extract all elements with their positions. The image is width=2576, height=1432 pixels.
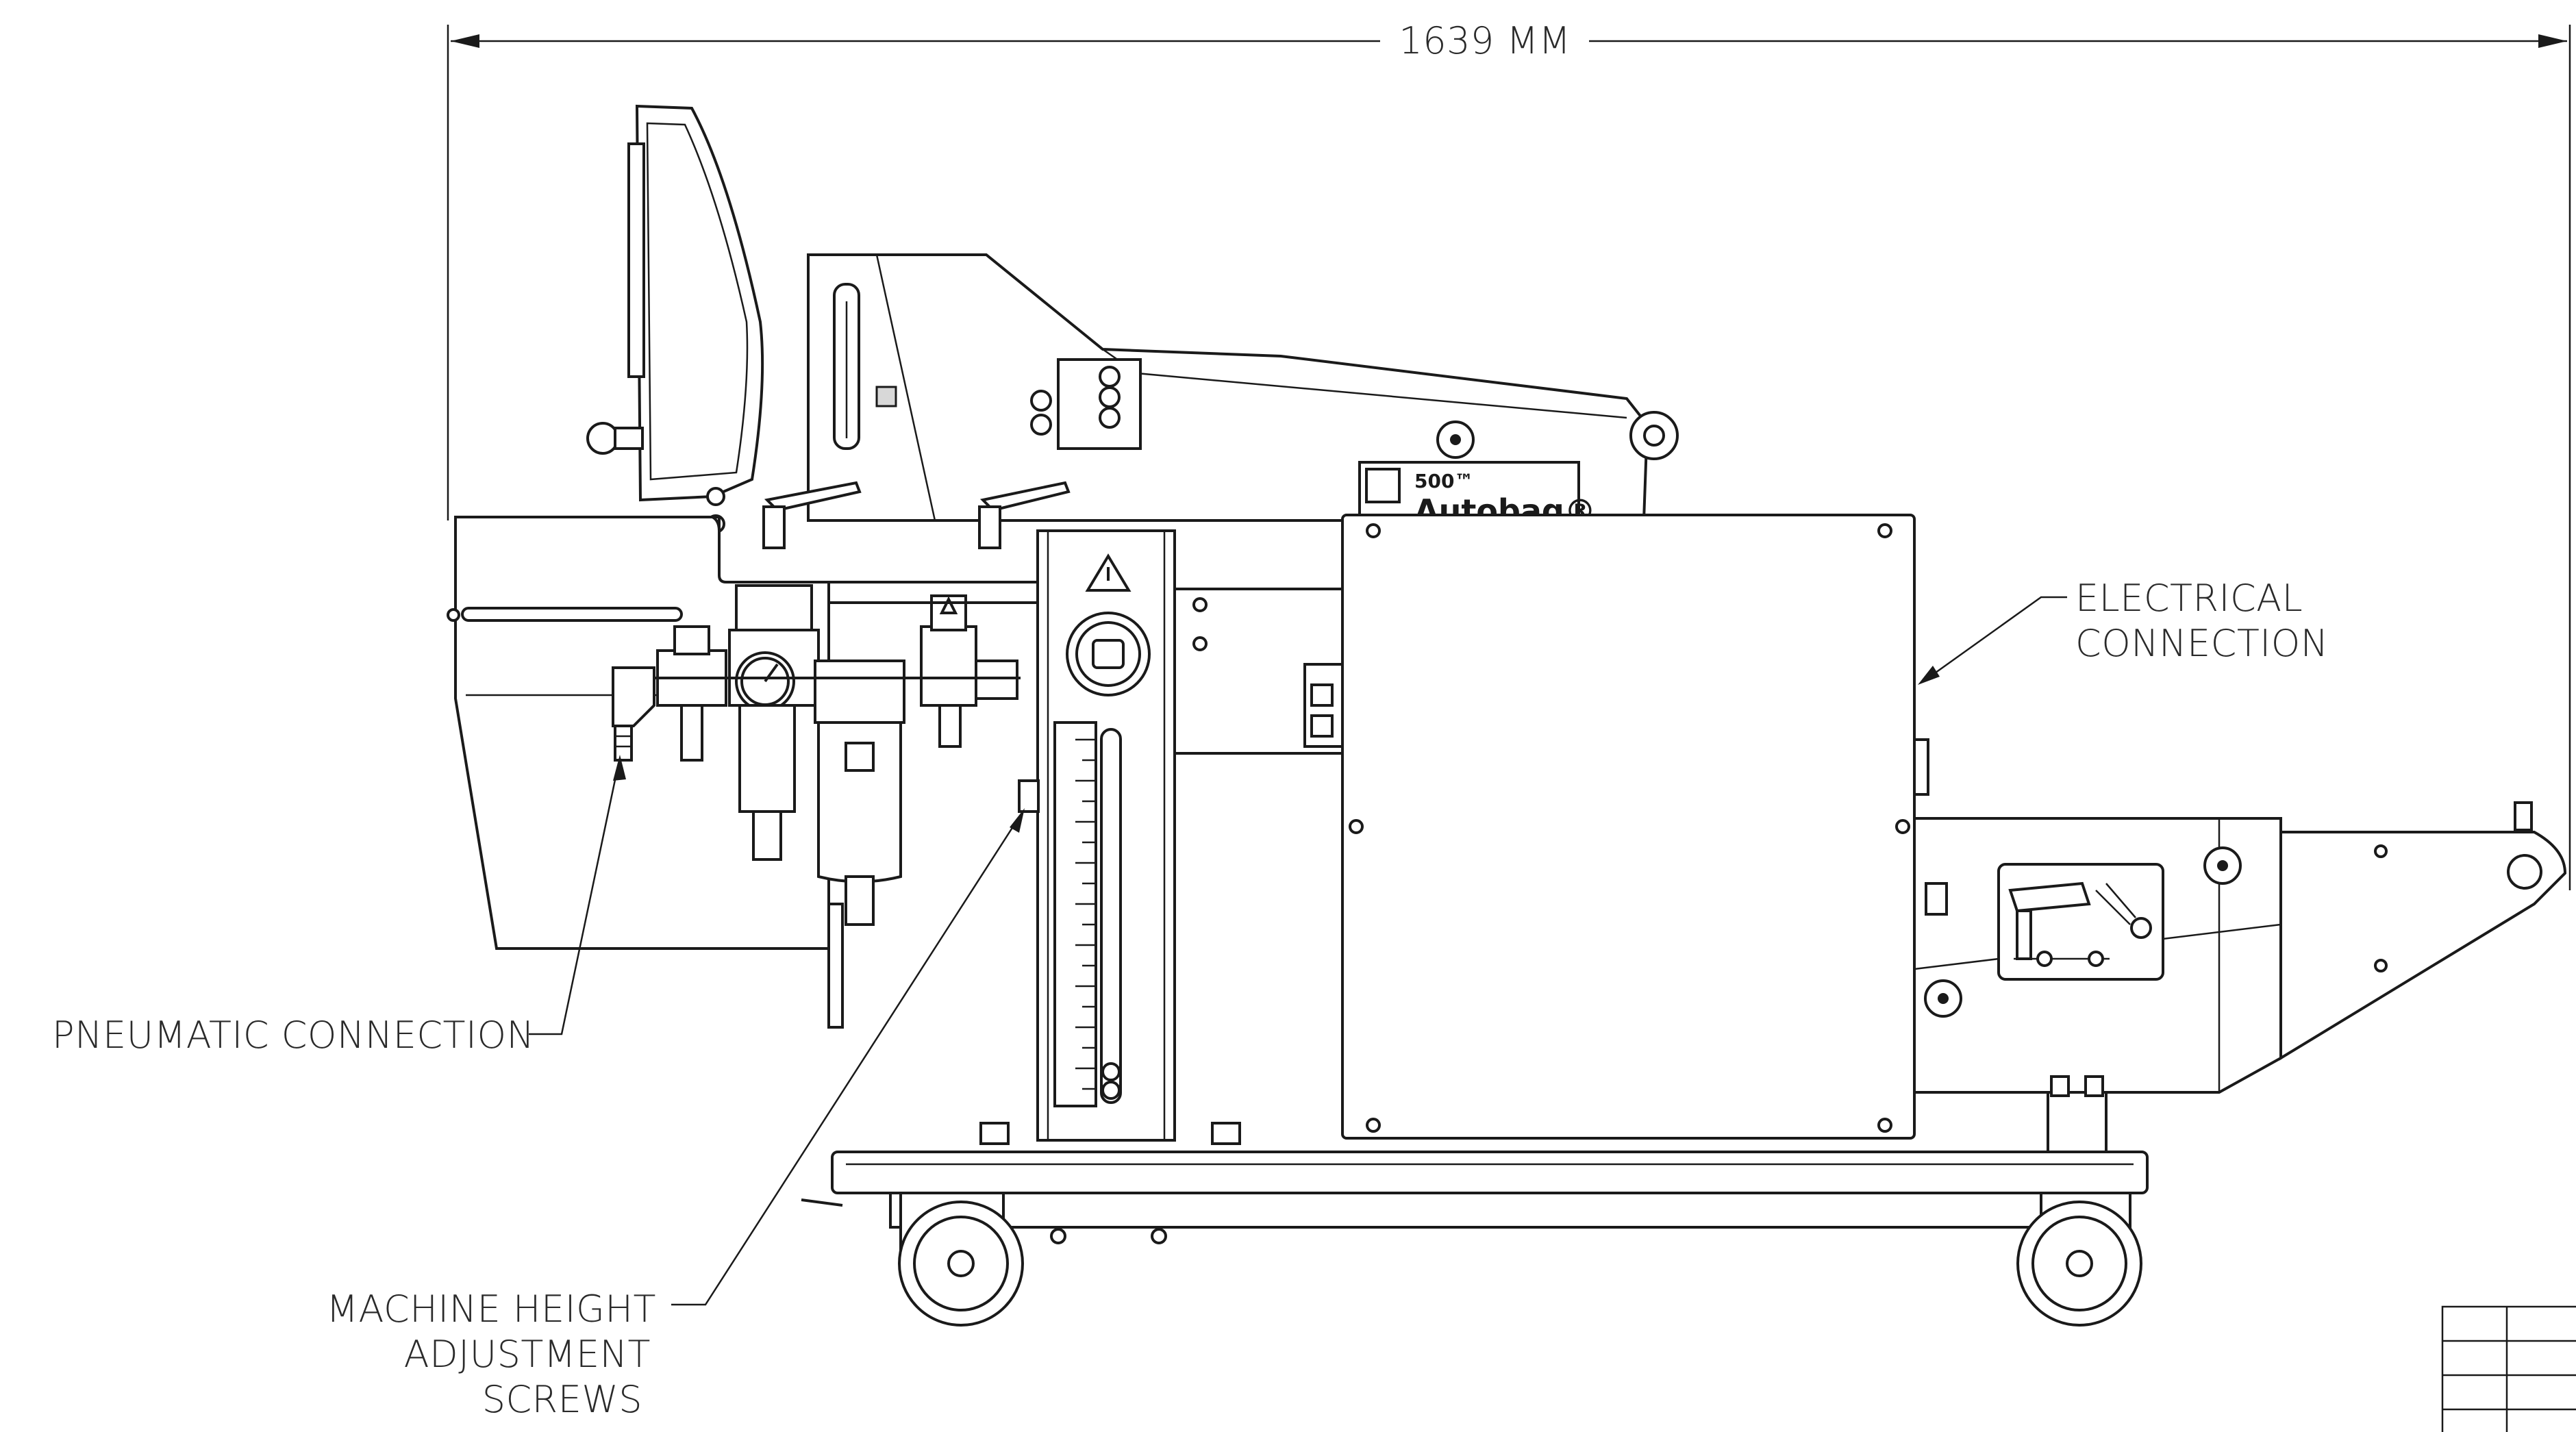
callout-pneumatic: PNEUMATIC CONNECTION [52,755,626,1057]
callout-electrical: ELECTRICAL CONNECTION [1918,577,2329,685]
callout-height-screws: MACHINE HEIGHT ADJUSTMENT SCREWS [326,808,1025,1421]
electrical-cabinet [1341,514,1929,1140]
overall-length-label: 1639 MM [1399,19,1571,62]
pneumatic-callout-label: PNEUMATIC CONNECTION [52,1014,534,1057]
overall-dimension: 1639 MM [447,19,2571,890]
base-cart [801,1151,2149,1327]
height-adjust-column [979,529,1241,1145]
height-callout-line3: SCREWS [482,1378,642,1421]
pneumatic-assembly [612,581,1041,926]
nameplate-model: 500™ [1414,470,1473,492]
height-scale-ticks [1075,738,1095,1090]
right-output-arm [1913,801,2567,1155]
electrical-callout-line1: ELECTRICAL [2075,577,2303,620]
machine-head: 500™ Autobag® [586,104,1679,549]
middle-bracket [1173,588,1344,755]
height-callout-line1: MACHINE HEIGHT [326,1287,656,1331]
electrical-callout-line2: CONNECTION [2075,622,2329,665]
height-callout-line2: ADJUSTMENT [404,1333,651,1376]
title-block-corner [2441,1305,2576,1432]
